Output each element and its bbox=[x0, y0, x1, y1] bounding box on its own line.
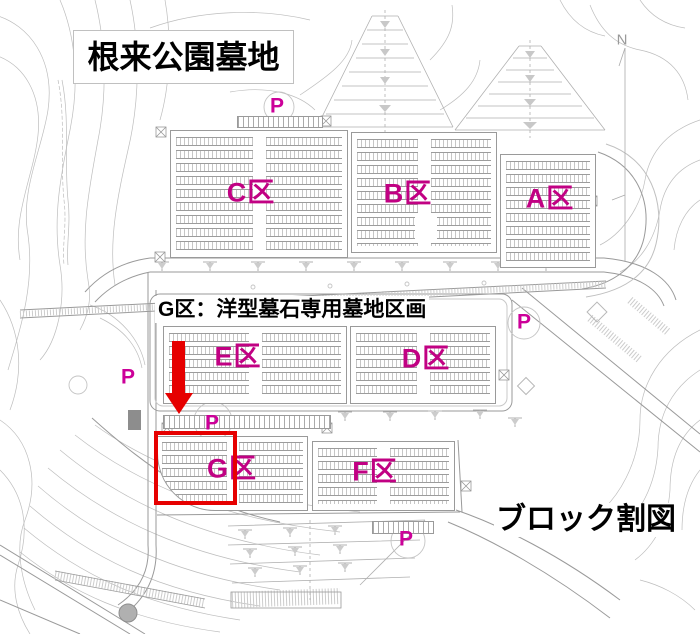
parking-strip-top bbox=[237, 116, 323, 128]
block-b-notch bbox=[415, 216, 438, 243]
parking-marker-right: P bbox=[516, 310, 532, 334]
area-label-d: D区 bbox=[401, 343, 451, 374]
parking-marker-f: P bbox=[398, 527, 414, 551]
parking-marker-g: P bbox=[204, 411, 220, 435]
block-c-area bbox=[170, 130, 348, 258]
block-g-plots-right bbox=[238, 442, 303, 505]
block-b-plots-left bbox=[357, 139, 418, 246]
area-label-e: E区 bbox=[214, 341, 262, 372]
block-b-area bbox=[351, 132, 497, 253]
block-f-plots-right bbox=[390, 448, 449, 504]
highlight-arrow-shaft bbox=[172, 341, 185, 394]
block-b-plots-right bbox=[430, 139, 491, 246]
parking-marker-top: P bbox=[269, 94, 285, 118]
g-block-annotation: G区：洋型墓石専用墓地区画 bbox=[155, 296, 430, 323]
highlight-arrow-icon bbox=[165, 393, 193, 414]
block-d-plots-left bbox=[356, 333, 417, 397]
legend-title: ブロック割図 bbox=[494, 503, 678, 537]
area-label-f: F区 bbox=[352, 456, 398, 487]
area-label-g: G区 bbox=[206, 453, 258, 484]
block-f-area bbox=[312, 441, 455, 511]
area-label-c: C区 bbox=[226, 177, 276, 208]
block-d-area bbox=[350, 326, 496, 404]
block-e-plots-right bbox=[261, 333, 341, 397]
area-label-a: A区 bbox=[525, 183, 575, 214]
block-a-plots bbox=[506, 161, 590, 261]
parking-strip-bottom bbox=[372, 521, 434, 534]
g-block-highlight-box bbox=[154, 431, 237, 505]
parking-marker-left: P bbox=[120, 365, 136, 389]
block-f-plots-left bbox=[318, 448, 377, 504]
north-indicator: N bbox=[616, 31, 628, 49]
block-a-area bbox=[500, 154, 596, 268]
page-title: 根来公園墓地 bbox=[73, 30, 294, 84]
parking-strip-middle bbox=[163, 415, 331, 429]
block-c-plots-left bbox=[176, 137, 253, 251]
area-label-b: B区 bbox=[383, 178, 433, 209]
block-d-plots-right bbox=[429, 333, 490, 397]
block-c-plots-right bbox=[265, 137, 342, 251]
